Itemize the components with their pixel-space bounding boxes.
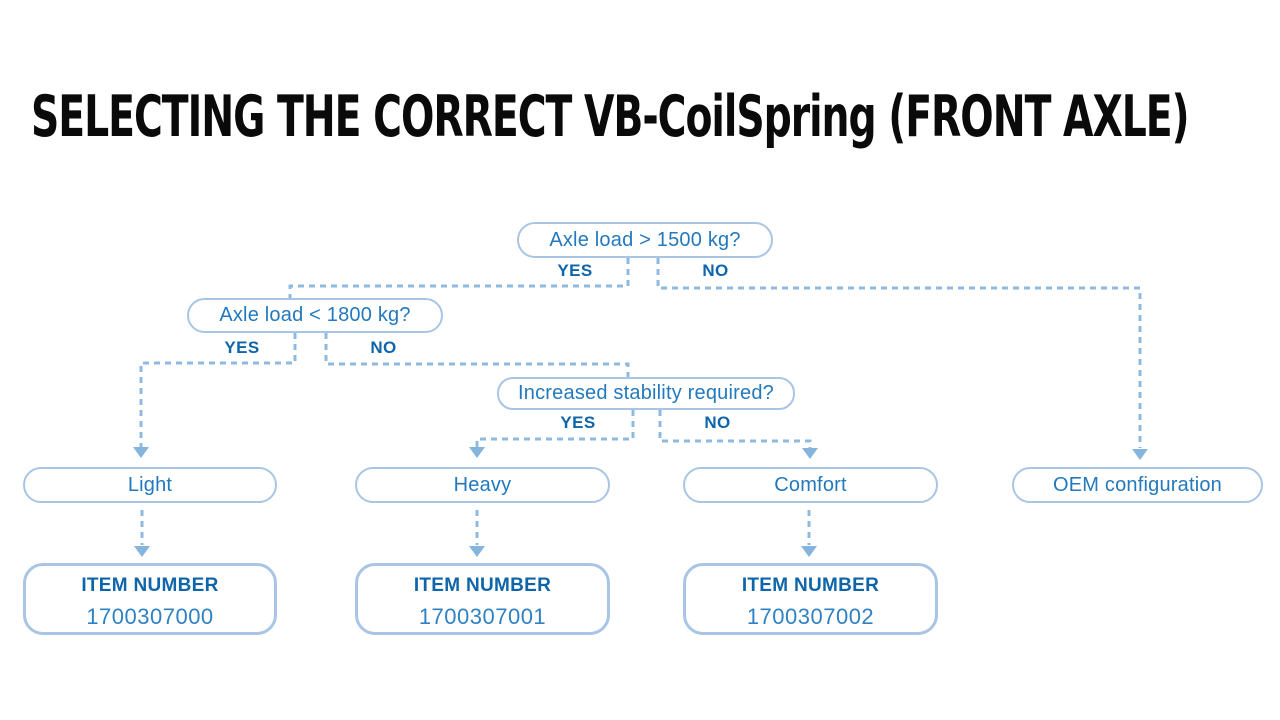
arrowhead-item-1 xyxy=(469,546,485,557)
label-no-decision-3: NO xyxy=(704,413,731,432)
item-number-value: 1700307002 xyxy=(746,604,875,629)
label-yes-decision-2: YES xyxy=(224,338,260,357)
decision-axle-load-1500: Axle load > 1500 kg? xyxy=(517,222,773,258)
edge-d1-no xyxy=(656,258,1142,448)
item-number-box-heavy: ITEM NUMBER 1700307001 xyxy=(355,563,610,635)
arrowhead-item-2 xyxy=(801,546,817,557)
label-no-decision-1: NO xyxy=(702,261,729,280)
decision-increased-stability: Increased stability required? xyxy=(497,377,795,410)
arrowhead-light xyxy=(133,447,149,458)
item-number-value: 1700307000 xyxy=(86,604,214,629)
item-number-box-comfort: ITEM NUMBER 1700307002 xyxy=(683,563,938,635)
edge-d3-no xyxy=(658,410,812,448)
outcome-comfort: Comfort xyxy=(683,467,938,503)
arrowhead-item-0 xyxy=(134,546,150,557)
decision-axle-load-1800: Axle load < 1800 kg? xyxy=(187,298,443,333)
outcome-light: Light xyxy=(23,467,277,503)
item-number-heading: ITEM NUMBER xyxy=(741,575,880,596)
label-yes-decision-1: YES xyxy=(557,261,593,280)
outcome-heavy: Heavy xyxy=(355,467,610,503)
page-title: SELECTING THE CORRECT VB-CoilSpring (FRO… xyxy=(31,84,1190,150)
item-number-value: 1700307001 xyxy=(418,604,547,629)
arrowhead-oem xyxy=(1132,449,1148,460)
item-number-box-light: ITEM NUMBER 1700307000 xyxy=(23,563,277,635)
edge-d3-yes xyxy=(475,410,635,447)
item-number-heading: ITEM NUMBER xyxy=(81,575,219,596)
edge-d2-yes xyxy=(139,333,297,447)
edge-d2-no xyxy=(324,333,630,377)
edge-d1-yes xyxy=(288,258,630,298)
outcome-oem-configuration: OEM configuration xyxy=(1012,467,1263,503)
arrowhead-heavy xyxy=(469,447,485,458)
item-number-heading: ITEM NUMBER xyxy=(413,575,552,596)
arrowhead-comfort xyxy=(802,448,818,459)
label-yes-decision-3: YES xyxy=(560,413,596,432)
label-no-decision-2: NO xyxy=(370,338,397,357)
